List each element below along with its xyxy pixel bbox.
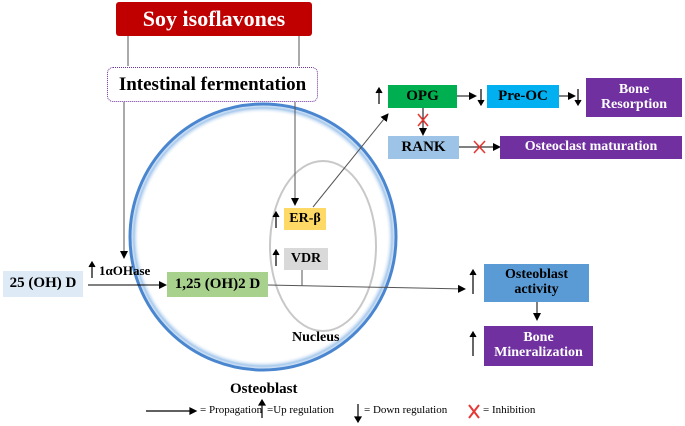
up-arrow-icon (469, 268, 477, 294)
pre-oc-box: Pre-OC (487, 85, 559, 108)
osteoblast-label: Osteoblast (230, 381, 298, 397)
legend-up-label: =Up regulation (267, 404, 334, 416)
up-arrow-icon (469, 330, 477, 356)
up-arrow-icon (88, 260, 96, 278)
down-arrow-icon (574, 89, 582, 107)
legend-propagation-label: = Propagation (200, 404, 263, 416)
nucleus-label: Nucleus (292, 330, 340, 345)
down-arrow-icon (477, 89, 485, 107)
bone-resorption-box: Bone Resorption (586, 78, 682, 117)
osteoblast-cell (128, 102, 398, 372)
hydroxylase-label: 1αOHase (99, 263, 151, 278)
up-arrow-icon (272, 210, 280, 228)
vitamin-d-25-box: 25 (OH) D (3, 271, 83, 297)
legend-down-icon (353, 404, 363, 424)
soy-isoflavones-title: Soy isoflavones (116, 2, 312, 36)
bone-mineralization-box: Bone Mineralization (484, 326, 593, 366)
up-arrow-icon (375, 86, 383, 104)
inhibition-mark-opg-rank (417, 113, 429, 127)
legend-up-icon (257, 398, 267, 418)
rank-box: RANK (388, 136, 459, 159)
er-beta-box: ER-β (284, 208, 326, 230)
opg-box: OPG (388, 85, 457, 108)
vdr-box: VDR (284, 248, 328, 270)
osteoclast-maturation-box: Osteoclast maturation (500, 136, 682, 159)
legend-inhibition-label: = Inhibition (483, 404, 536, 416)
legend-inhibition-icon (468, 404, 480, 419)
osteoblast-activity-box: Osteoblast activity (484, 264, 589, 302)
inhibition-mark-rank-maturation (473, 140, 486, 154)
vitamin-d-125-box: 1,25 (OH)2 D (167, 272, 268, 297)
legend-propagation-icon (146, 407, 198, 415)
intestinal-fermentation-box: Intestinal fermentation (107, 67, 318, 102)
up-arrow-icon (272, 248, 280, 266)
nucleus-ellipse (269, 160, 377, 332)
legend-down-label: = Down regulation (364, 404, 448, 416)
